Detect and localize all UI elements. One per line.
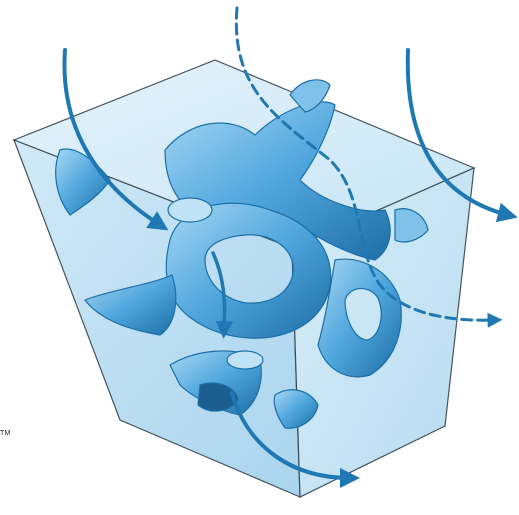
lattice-node <box>168 198 212 222</box>
lattice-node <box>227 351 263 369</box>
trademark-label: TM <box>0 430 11 437</box>
cube <box>14 60 474 497</box>
